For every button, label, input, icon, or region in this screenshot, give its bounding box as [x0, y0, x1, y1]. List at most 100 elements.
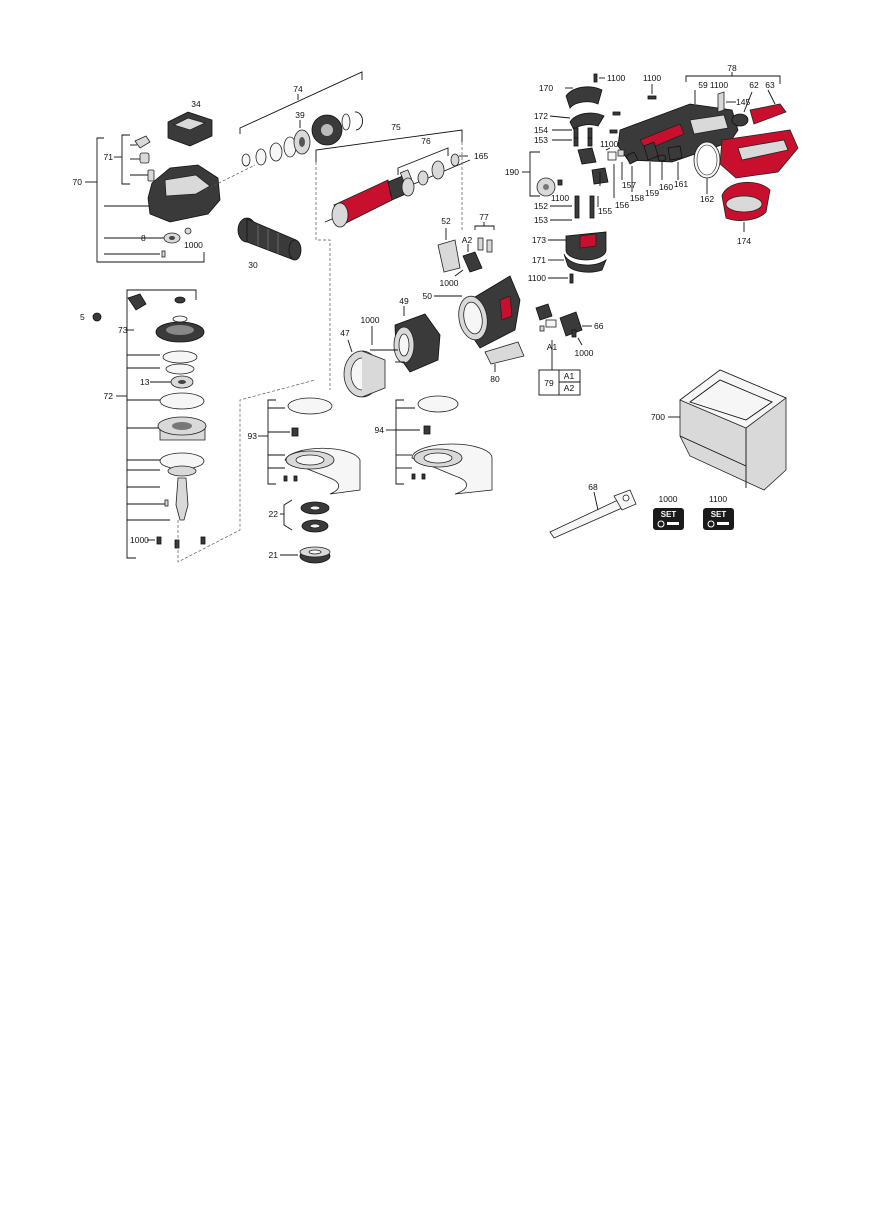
part-label: 1100 — [551, 193, 570, 203]
cover-170 — [565, 86, 603, 109]
part-label: 161 — [674, 179, 688, 189]
clamp-ring — [287, 397, 333, 415]
spring — [139, 152, 150, 164]
part-label: 50 — [423, 291, 433, 301]
part-label: A1 — [547, 342, 558, 352]
part-label: 34 — [191, 99, 201, 109]
part-label: 73 — [118, 325, 128, 335]
part-label: 75 — [391, 122, 401, 132]
guard-94-group — [386, 395, 493, 495]
part-label: 153 — [534, 135, 548, 145]
nut-5 — [92, 312, 102, 322]
brush-b — [589, 195, 595, 219]
part-label: 1000 — [659, 494, 678, 504]
gear-73 — [127, 293, 147, 311]
carry-case-700 — [668, 369, 787, 491]
part-label: 152 — [534, 201, 548, 211]
kit-box-79: 79 A1 A2 — [538, 369, 581, 396]
part-label: 1100 — [607, 73, 626, 83]
set-1000-text: SET — [661, 510, 677, 519]
kit-box-main: 79 — [544, 378, 554, 388]
part-label: 172 — [534, 111, 548, 121]
part-label: 1100 — [710, 80, 729, 90]
wrench-68 — [549, 489, 637, 539]
part-label: 173 — [532, 235, 546, 245]
cord-clamp-62 — [731, 113, 749, 127]
flanges-group — [280, 499, 331, 564]
brush-a — [574, 195, 580, 219]
part-label: 49 — [399, 296, 409, 306]
clamp-ring-94 — [417, 395, 459, 413]
part-label: 1100 — [600, 139, 619, 149]
part-label: 78 — [727, 63, 737, 73]
part-label: 74 — [293, 84, 303, 94]
part-label: 156 — [615, 200, 629, 210]
part-label: 93 — [248, 431, 258, 441]
part-label: 1100 — [709, 494, 728, 504]
part-label: 70 — [73, 177, 83, 187]
part-label: 21 — [269, 550, 279, 560]
plate-52 — [437, 239, 461, 273]
guard-93-group — [258, 397, 361, 495]
part-label: 80 — [490, 374, 500, 384]
part-label: 1000 — [130, 535, 149, 545]
field-49 — [393, 313, 441, 373]
part-label: 39 — [295, 110, 305, 120]
part-label: 174 — [737, 236, 751, 246]
side-handle-30 — [237, 217, 302, 261]
set-1000-icon: SET — [653, 508, 684, 530]
part-label: A2 — [462, 235, 473, 245]
part-label: 72 — [104, 391, 114, 401]
gasket-ring — [159, 392, 205, 410]
handle-group — [522, 72, 799, 284]
rear-handle — [719, 129, 799, 179]
part-label: 63 — [765, 80, 775, 90]
part-label: 1100 — [528, 273, 547, 283]
part-label: 1000 — [440, 278, 459, 288]
pin — [147, 169, 155, 182]
part-label: 160 — [659, 182, 673, 192]
part-label: 190 — [505, 167, 519, 177]
bearing-76b — [431, 160, 445, 180]
spindle-group — [92, 289, 316, 563]
ring-47 — [343, 350, 386, 398]
bearing-76a — [401, 177, 415, 197]
armature-group — [239, 71, 471, 390]
part-label: 162 — [700, 194, 714, 204]
part-label: 170 — [539, 83, 553, 93]
part-label: 1000 — [361, 315, 380, 325]
part-label: 145 — [736, 97, 750, 107]
part-label: 158 — [630, 193, 644, 203]
part-label: 30 — [248, 260, 258, 270]
part-label: 47 — [340, 328, 350, 338]
part-label: 59 — [698, 80, 708, 90]
part-label: 68 — [588, 482, 598, 492]
part-label: 700 — [651, 412, 665, 422]
part-label: 153 — [534, 215, 548, 225]
part-label: 76 — [421, 136, 431, 146]
cover-171 — [563, 253, 607, 273]
part-labels: 34 74 39 75 76 165 71 70 8 1000 30 5 73 … — [73, 63, 775, 560]
part-label: 1000 — [575, 348, 594, 358]
part-label: 71 — [104, 152, 114, 162]
part-label: 1100 — [643, 73, 662, 83]
part-label: 13 — [140, 377, 150, 387]
part-label: 155 — [598, 206, 612, 216]
cord-guard-63 — [749, 103, 787, 125]
part-label: 171 — [532, 255, 546, 265]
motor-housing-group — [343, 222, 592, 398]
label-80 — [484, 341, 525, 365]
kit-box-top: A1 — [564, 371, 575, 381]
part-label: 5 — [80, 312, 85, 322]
lock-button — [134, 135, 151, 149]
switch-159 — [643, 141, 659, 161]
cover-66 — [559, 311, 583, 337]
motor-housing-50 — [458, 275, 521, 349]
set-1100-icon: SET — [703, 508, 734, 530]
part-label: 159 — [645, 188, 659, 198]
part-label: 66 — [594, 321, 604, 331]
spindle — [175, 477, 189, 521]
part-label: 1000 — [184, 240, 203, 250]
part-label: 77 — [479, 212, 489, 222]
